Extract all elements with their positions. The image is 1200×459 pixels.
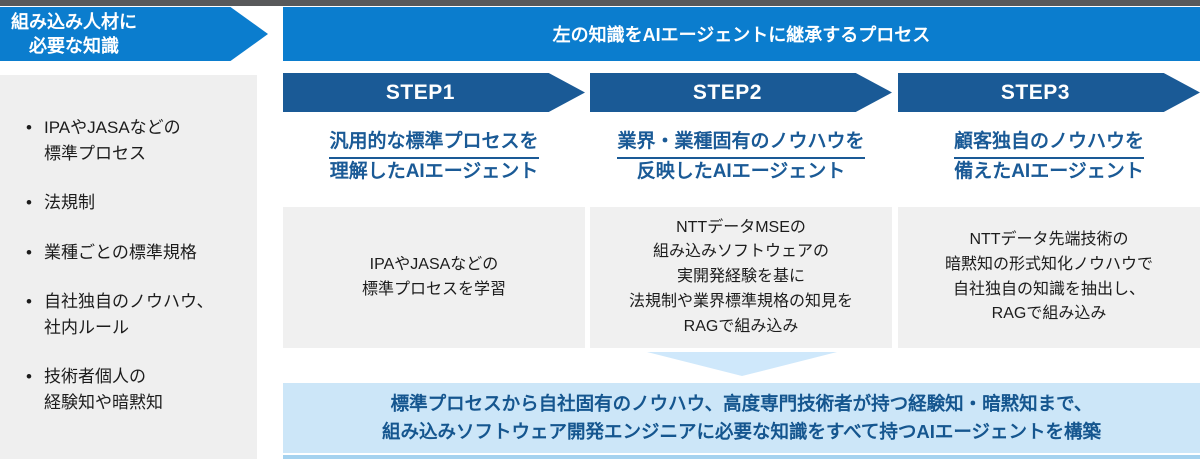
list-item: 法規制 (22, 190, 239, 216)
step1-detail-box: IPAやJASAなどの 標準プロセスを学習 (283, 207, 585, 348)
left-knowledge-banner-label: 組み込み人材に 必要な知識 (11, 11, 137, 56)
conclusion-text: 標準プロセスから自社固有のノウハウ、高度専門技術者が持つ経験知・暗黙知まで、 組… (381, 393, 1102, 442)
top-divider-bar (0, 0, 1200, 6)
list-item: 業種ごとの標準規格 (22, 240, 239, 266)
step3-column: STEP3 顧客独自のノウハウを 備えたAIエージェント NTTデータ先端技術の… (898, 73, 1200, 353)
down-arrow-icon (647, 352, 837, 376)
list-item: 技術者個人の 経験知や暗黙知 (22, 364, 239, 415)
process-header-banner: 左の知識をAIエージェントに継承するプロセス (283, 7, 1200, 61)
step3-title-line1: 顧客独自のノウハウを (953, 129, 1144, 159)
step3-title-line2: 備えたAIエージェント (954, 160, 1144, 182)
step2-detail-box: NTTデータMSEの 組み込みソフトウェアの 実開発経験を基に 法規制や業界標準… (590, 207, 892, 348)
step1-column: STEP1 汎用的な標準プロセスを 理解したAIエージェント IPAやJASAな… (283, 73, 585, 353)
bottom-accent-strip (283, 455, 1200, 459)
step2-title: 業界・業種固有のノウハウを 反映したAIエージェント (590, 129, 892, 185)
step2-arrow-banner: STEP2 (590, 73, 892, 112)
step3-title: 顧客独自のノウハウを 備えたAIエージェント (898, 129, 1200, 185)
knowledge-list: IPAやJASAなどの 標準プロセス 法規制 業種ごとの標準規格 自社独自のノウ… (22, 115, 239, 415)
step2-title-line2: 反映したAIエージェント (636, 160, 846, 182)
step3-label: STEP3 (1000, 80, 1070, 104)
step2-column: STEP2 業界・業種固有のノウハウを 反映したAIエージェント NTTデータM… (590, 73, 892, 353)
knowledge-list-panel: IPAやJASAなどの 標準プロセス 法規制 業種ごとの標準規格 自社独自のノウ… (0, 75, 257, 459)
step3-arrow-banner: STEP3 (898, 73, 1200, 112)
conclusion-banner: 標準プロセスから自社固有のノウハウ、高度専門技術者が持つ経験知・暗黙知まで、 組… (283, 383, 1200, 453)
step2-detail-text: NTTデータMSEの 組み込みソフトウェアの 実開発経験を基に 法規制や業界標準… (628, 218, 853, 335)
step1-title-line1: 汎用的な標準プロセスを (329, 129, 539, 159)
step2-label: STEP2 (692, 80, 762, 104)
process-header-title: 左の知識をAIエージェントに継承するプロセス (552, 25, 931, 45)
step1-arrow-banner: STEP1 (283, 73, 585, 112)
step1-label: STEP1 (385, 80, 455, 104)
list-item: IPAやJASAなどの 標準プロセス (22, 115, 239, 166)
step1-title: 汎用的な標準プロセスを 理解したAIエージェント (283, 129, 585, 185)
left-knowledge-banner: 組み込み人材に 必要な知識 (0, 7, 268, 61)
step1-title-line2: 理解したAIエージェント (329, 160, 539, 182)
step2-title-line1: 業界・業種固有のノウハウを (617, 129, 865, 159)
step3-detail-text: NTTデータ先端技術の 暗黙知の形式知化ノウハウで 自社独自の知識を抽出し、 R… (944, 230, 1153, 323)
list-item: 自社独自のノウハウ、 社内ルール (22, 289, 239, 340)
step1-detail-text: IPAやJASAなどの 標準プロセスを学習 (361, 255, 506, 298)
step3-detail-box: NTTデータ先端技術の 暗黙知の形式知化ノウハウで 自社独自の知識を抽出し、 R… (898, 207, 1200, 348)
